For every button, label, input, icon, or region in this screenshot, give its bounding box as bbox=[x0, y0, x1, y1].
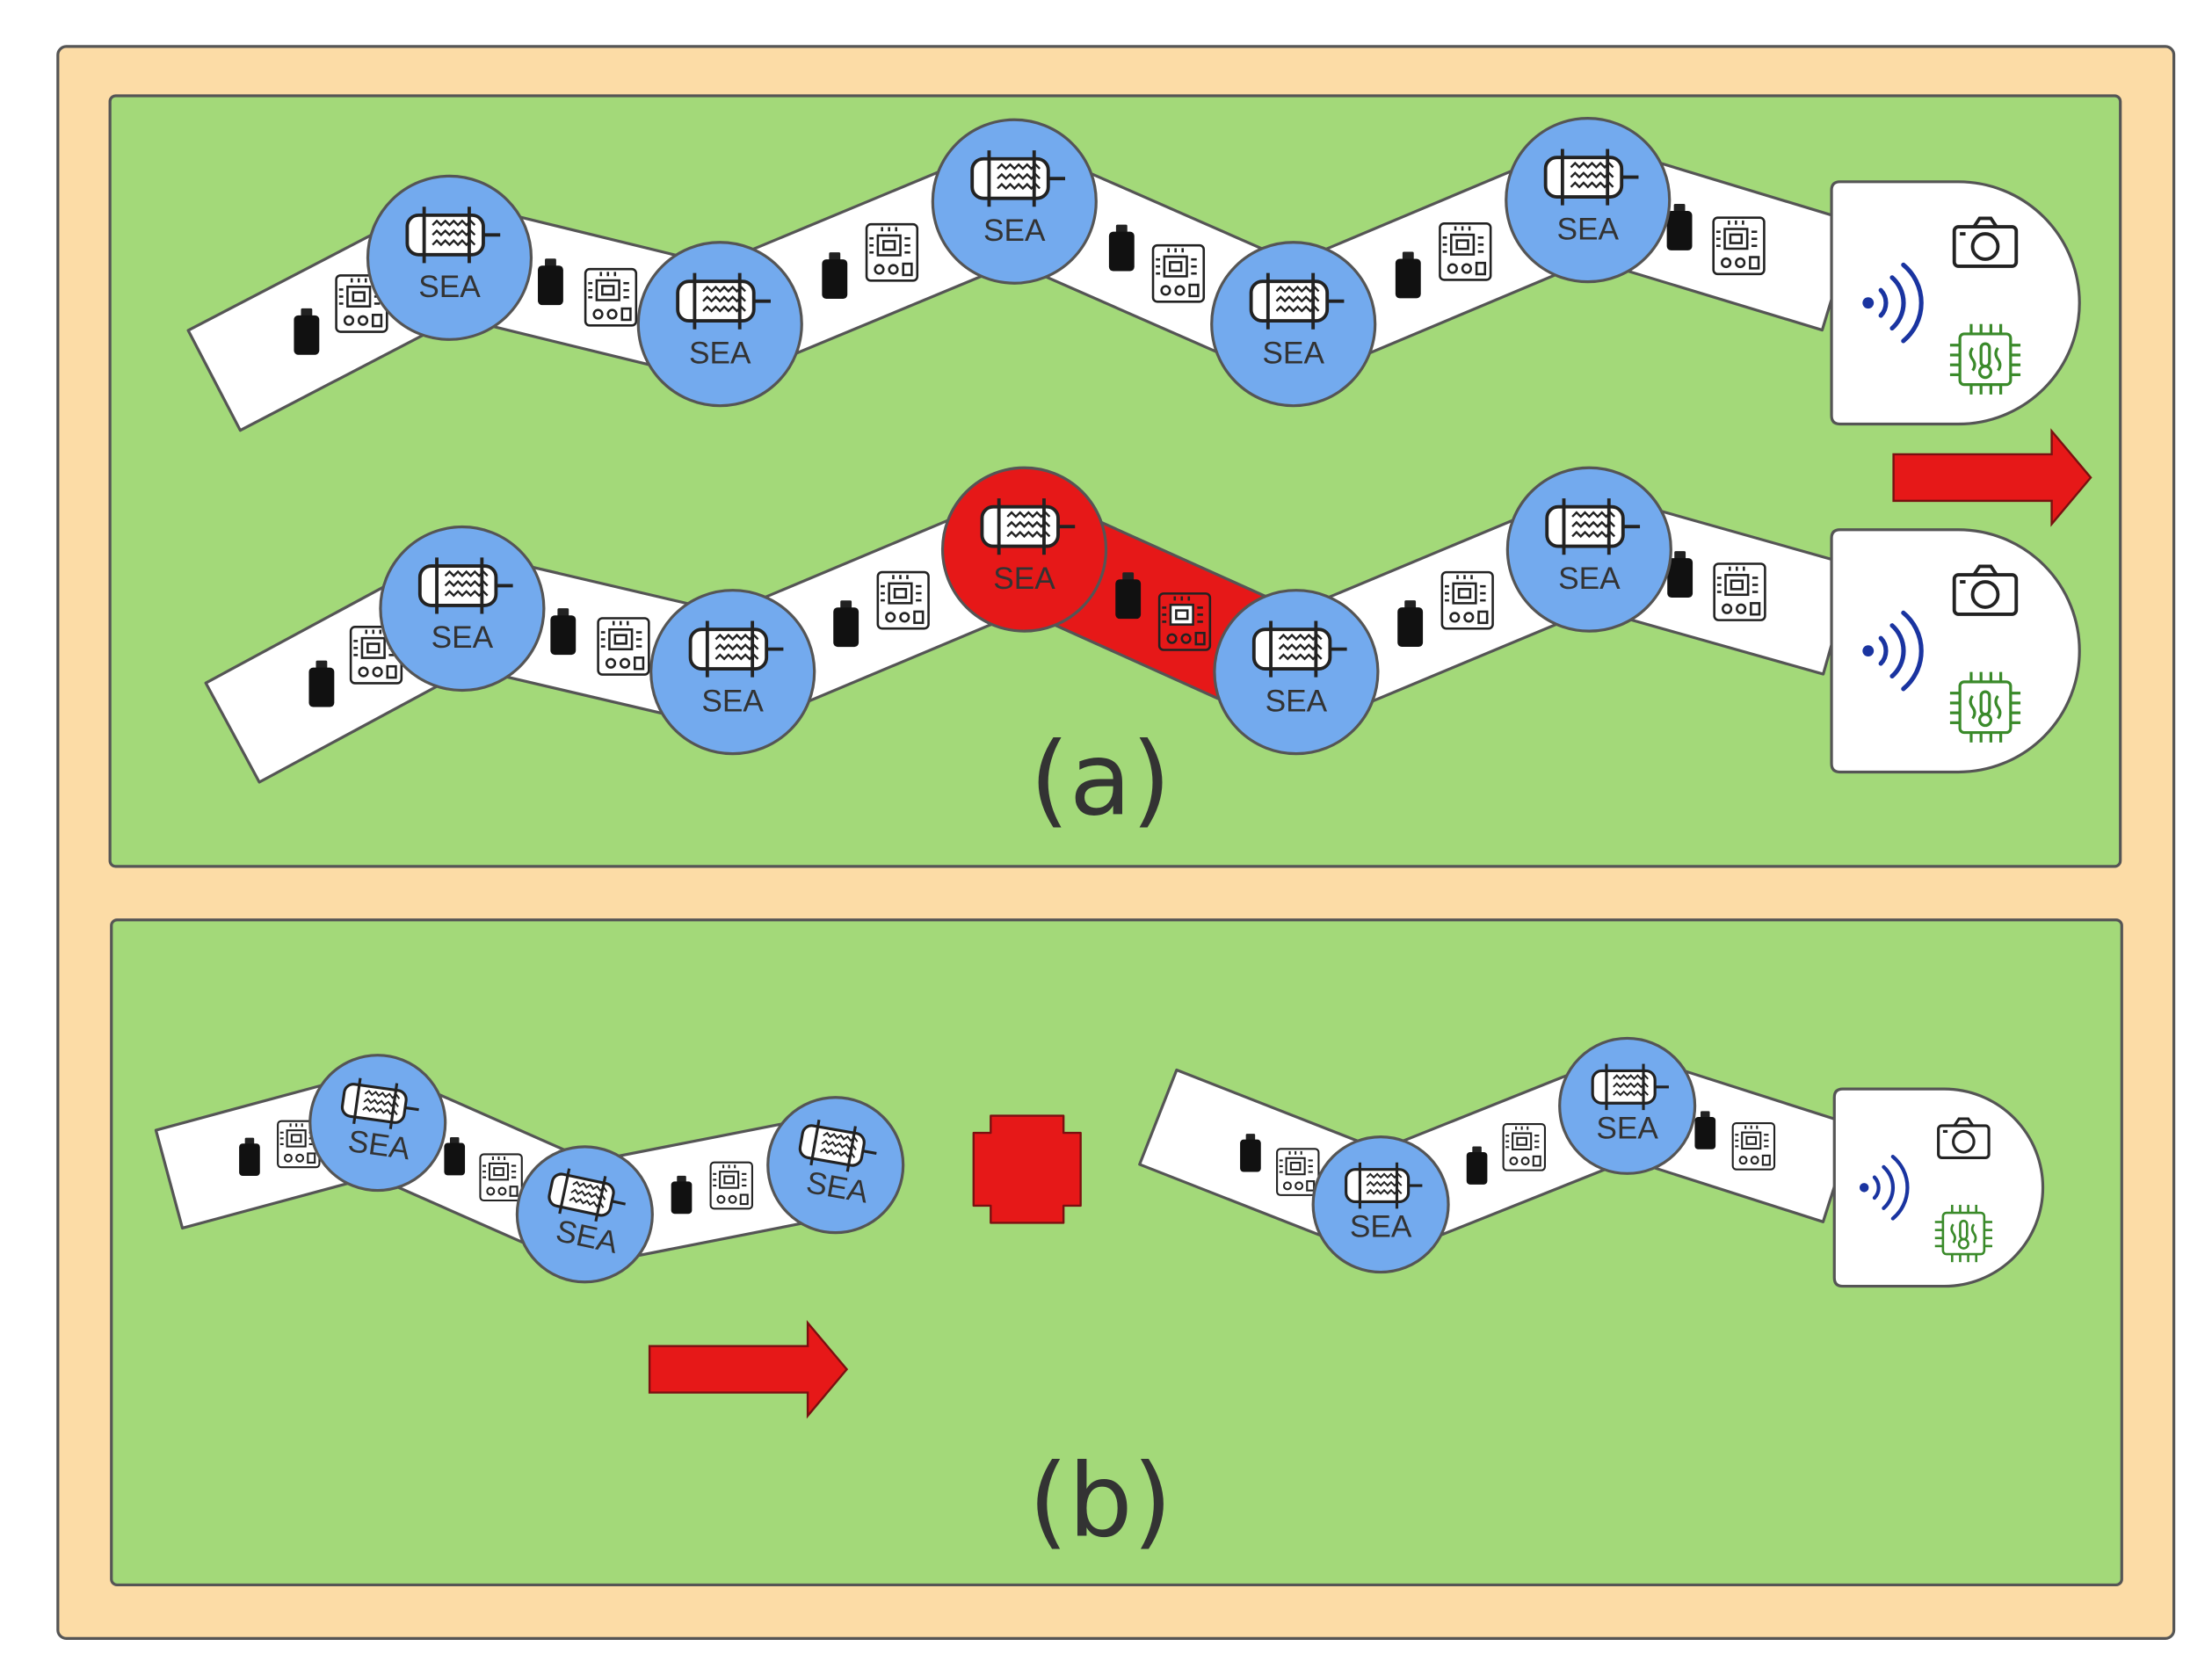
sea-joint: SEA bbox=[1505, 466, 1672, 633]
sea-joint: SEA bbox=[1213, 589, 1380, 756]
sea-joint: SEA bbox=[766, 1096, 905, 1235]
head-module-top bbox=[1830, 180, 2081, 426]
sea-joint: SEA bbox=[1210, 241, 1377, 408]
sea-label: SEA bbox=[1266, 684, 1328, 718]
sea-label: SEA bbox=[1262, 336, 1324, 370]
sea-label: SEA bbox=[1556, 212, 1619, 246]
panel-b-label: (b) bbox=[1028, 1442, 1171, 1560]
head-module-bottom bbox=[1830, 528, 2081, 774]
sea-joint: SEA bbox=[366, 174, 533, 341]
sea-joint: SEA bbox=[308, 1054, 447, 1193]
sea-joint: SEA bbox=[1558, 1036, 1697, 1175]
sea-label: SEA bbox=[701, 684, 764, 718]
sea-label: SEA bbox=[1558, 562, 1621, 596]
sea-joint: SEA bbox=[379, 525, 546, 693]
sea-joint: SEA bbox=[515, 1145, 654, 1284]
failed-sea-joint: SEA bbox=[940, 466, 1108, 633]
sea-label: SEA bbox=[993, 562, 1055, 596]
sea-label: SEA bbox=[432, 620, 494, 655]
sea-joint: SEA bbox=[1505, 117, 1672, 284]
sea-label: SEA bbox=[1350, 1210, 1412, 1244]
plus-icon bbox=[972, 1114, 1082, 1224]
head-module-b bbox=[1832, 1087, 2045, 1288]
arrow-right-icon bbox=[648, 1319, 849, 1419]
sea-label: SEA bbox=[346, 1124, 413, 1167]
sea-joint: SEA bbox=[1311, 1135, 1450, 1274]
sea-label: SEA bbox=[418, 270, 481, 304]
sea-joint: SEA bbox=[931, 118, 1098, 285]
sea-joint: SEA bbox=[649, 589, 816, 756]
sea-label: SEA bbox=[689, 336, 751, 370]
sea-joint: SEA bbox=[636, 241, 803, 408]
sea-label: SEA bbox=[1596, 1111, 1658, 1145]
panel-a-label: (a) bbox=[1030, 722, 1171, 839]
sea-label: SEA bbox=[983, 214, 1046, 248]
arrow-right-icon bbox=[1892, 428, 2092, 527]
